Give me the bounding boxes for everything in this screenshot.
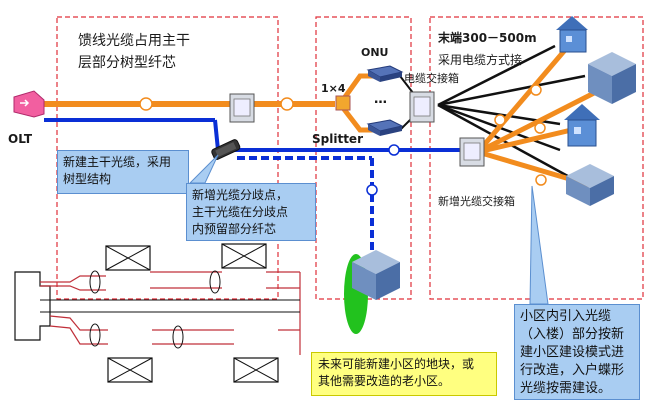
splitter-ratio-label: 1×4 [321, 82, 346, 95]
splitter-label: Splitter [312, 132, 363, 146]
building-icon [566, 164, 614, 206]
building-icon [588, 52, 636, 104]
new-fiber-box-label: 新增光缆交接箱 [438, 195, 515, 208]
new-trunk-callout: 新建主干光缆，采用 树型结构 [57, 150, 189, 194]
building-icon [352, 250, 400, 300]
in-building-callout: 小区内引入光缆 （入楼）部分按新 建小区建设模式进 行改造，入户蝶形 光缆按需建… [514, 304, 640, 400]
onu-label: ONU [361, 46, 389, 59]
future-site-callout: 未来可能新建小区的地块，或 其他需要改造的老小区。 [311, 352, 497, 396]
olt-icon [13, 90, 45, 118]
duct-schematic [14, 243, 301, 383]
feeder-region-title: 馈线光缆占用主干 层部分树型纤芯 [78, 33, 190, 71]
splitter-icon [335, 95, 351, 111]
cable-box-label: 电缆交接箱 [404, 72, 459, 85]
end-region-title: 末端300－500m 采用电缆方式接 [438, 31, 537, 67]
house-icon [556, 16, 588, 53]
blue-trunk-joint [213, 119, 220, 151]
new-fiber-box-icon [459, 137, 485, 167]
onu-icon [366, 65, 404, 82]
cable-box-icon [409, 91, 435, 123]
branch-point-callout: 新增光缆分歧点， 主干光缆在分歧点 内预留部分纤芯 [186, 183, 316, 241]
onu-icon [366, 119, 404, 136]
olt-label: OLT [8, 132, 33, 146]
fiber-cabinet-icon [229, 93, 255, 123]
house-icon [564, 104, 600, 147]
onu-ellipsis: … [374, 92, 387, 107]
